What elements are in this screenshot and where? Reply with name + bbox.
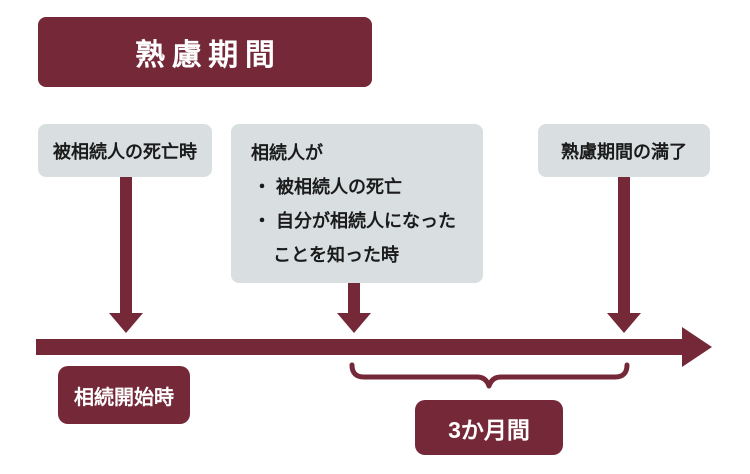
- heir-knowledge-bullet2: ・ 自分が相続人になった: [253, 211, 456, 231]
- timeline-period-label-box: 3か月間: [415, 400, 563, 455]
- event-box-expiry-label: 熟慮期間の満了: [561, 141, 687, 162]
- down-arrow-right-shaft: [618, 177, 630, 313]
- event-box-period-expiry: 熟慮期間の満了: [538, 124, 710, 177]
- timeline-start-label: 相続開始時: [74, 386, 174, 409]
- timeline-arrow-icon: [682, 327, 712, 367]
- down-arrow-left-shaft: [120, 177, 132, 313]
- heir-knowledge-line1: 相続人が: [251, 143, 323, 163]
- down-arrow-middle-icon: [337, 313, 371, 333]
- timeline-period-label: 3か月間: [448, 416, 530, 443]
- timeline-start-label-box: 相続開始時: [58, 366, 190, 424]
- timeline-bar: [36, 339, 682, 355]
- down-arrow-left-icon: [109, 313, 143, 333]
- event-box-death-of-decedent: 被相続人の死亡時: [38, 124, 212, 177]
- event-box-death-label: 被相続人の死亡時: [53, 141, 197, 162]
- heir-knowledge-line4: ことを知った時: [273, 245, 399, 265]
- event-box-heir-knowledge: 相続人が ・ 被相続人の死亡 ・ 自分が相続人になった ことを知った時: [231, 124, 483, 283]
- down-arrow-right-icon: [607, 313, 641, 333]
- down-arrow-middle-shaft: [348, 283, 360, 313]
- bottom-curly-brace-icon: [349, 362, 630, 389]
- diagram-title: 熟慮期間: [38, 17, 372, 87]
- heir-knowledge-bullet1: ・ 被相続人の死亡: [253, 177, 403, 197]
